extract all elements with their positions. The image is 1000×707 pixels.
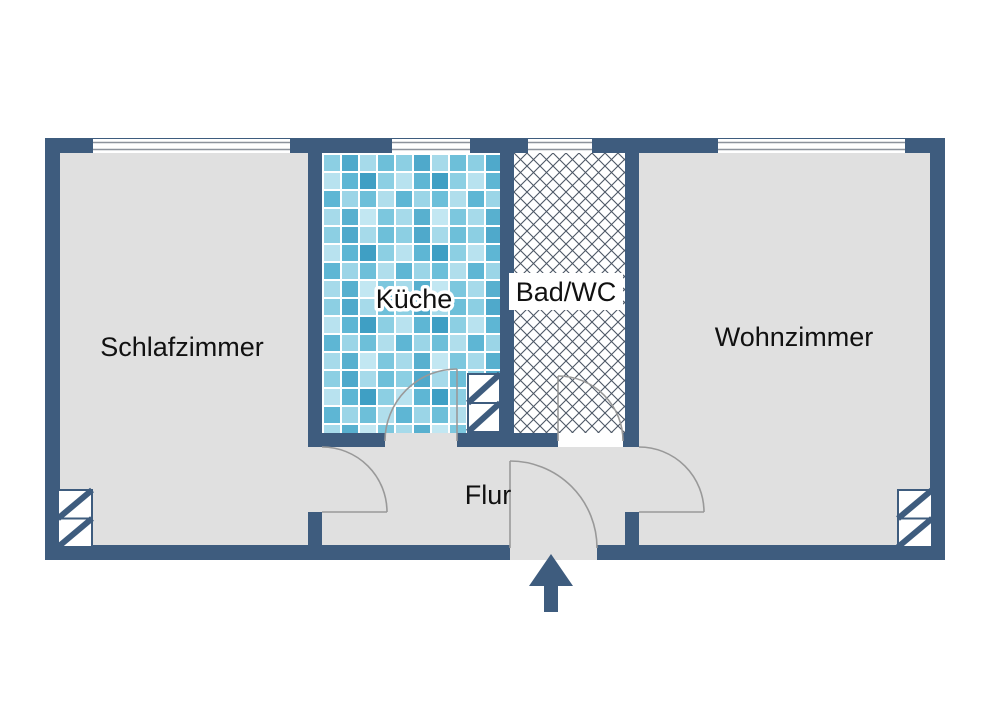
door-opening-entrance (510, 545, 597, 560)
room-flur-floor (322, 447, 625, 545)
door-opening-kueche (385, 433, 457, 447)
window-bad (528, 139, 592, 153)
shaft-symbol-right (896, 487, 934, 550)
door-schlafzimmer (321, 446, 388, 513)
room-wohnzimmer-label: Wohnzimmer (715, 322, 874, 352)
doors (321, 368, 705, 549)
room-kueche-label: Küche (376, 284, 453, 314)
door-opening-wohnzimmer (625, 447, 639, 512)
door-wohnzimmer (638, 446, 705, 513)
door-kueche (384, 368, 458, 442)
room-schlafzimmer-floor (60, 153, 308, 545)
entrance-arrow-icon (529, 554, 573, 612)
door-bad (557, 375, 624, 442)
room-wohnzimmer-floor (639, 153, 930, 545)
door-entrance (509, 460, 598, 549)
shaft-symbol-left (56, 487, 94, 550)
shaft-symbol-kueche (465, 371, 503, 435)
room-bad-label: Bad/WC (516, 277, 617, 307)
window-wohnzimmer (718, 139, 905, 153)
door-opening-schlafzimmer (308, 447, 322, 512)
room-flur-label: Flur (465, 480, 512, 510)
door-opening-bad (558, 433, 623, 447)
window-schlafzimmer (93, 139, 290, 153)
room-labels: Schlafzimmer Küche Bad/WC Wohnzimmer Flu… (100, 273, 873, 510)
room-schlafzimmer-label: Schlafzimmer (100, 332, 264, 362)
bad-label-background (509, 273, 623, 310)
window-kueche (392, 139, 470, 153)
